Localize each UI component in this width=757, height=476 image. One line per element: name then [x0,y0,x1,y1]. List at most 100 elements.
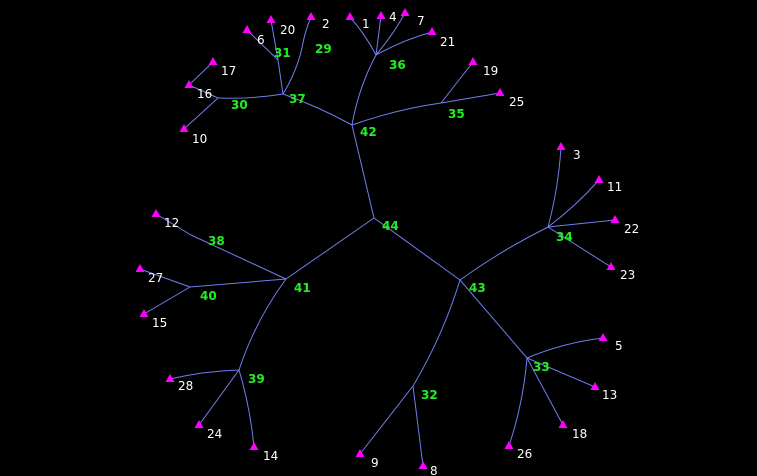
edge-44-41 [285,217,375,280]
edge-44-42 [351,124,375,219]
leaf-marker-16 [184,80,194,88]
edge-41-39 [238,278,287,371]
edge-43-34 [459,226,549,281]
edge-42-36 [351,54,377,126]
leaf-label-16: 16 [197,87,212,101]
internal-node-label-43: 43 [469,281,486,295]
internal-node-label-36: 36 [389,58,406,72]
leaf-label-21: 21 [440,35,455,49]
leaf-label-6: 6 [257,33,265,47]
internal-node-label-44: 44 [382,219,399,233]
leaf-marker-15 [139,309,149,317]
internal-node-label-35: 35 [448,107,465,121]
leaf-label-26: 26 [517,447,532,461]
edge-30-10 [183,97,219,130]
internal-node-label-38: 38 [208,234,225,248]
leaf-marker-6 [242,25,252,33]
leaf-marker-28 [165,374,175,382]
edge-34-22 [547,219,616,228]
internal-node-label-42: 42 [360,125,377,139]
internal-node-label-30: 30 [231,98,248,112]
leaf-label-23: 23 [620,268,635,282]
edge-33-5 [526,337,604,359]
leaf-label-17: 17 [221,64,236,78]
edge-37-30 [217,93,284,99]
leaf-marker-7 [400,8,410,16]
edge-34-11 [547,179,600,228]
internal-node-label-31: 31 [274,46,291,60]
leaf-marker-9 [355,449,365,457]
leaf-label-10: 10 [192,132,207,146]
edge-34-23 [547,226,612,268]
leaf-marker-23 [606,262,616,270]
leaf-marker-20 [266,15,276,23]
labels-layer: 1234567891011121314151617181920212223242… [148,10,639,476]
leaf-marker-18 [558,420,568,428]
leaf-label-1: 1 [362,17,370,31]
leaf-label-15: 15 [152,316,167,330]
leaf-label-9: 9 [371,456,379,470]
edge-35-19 [440,61,474,104]
edge-34-3 [547,146,562,228]
leaf-marker-3 [556,142,566,150]
leaf-marker-1 [345,12,355,20]
edge-37-31 [277,59,284,95]
edge-39-14 [238,369,255,448]
leaf-label-27: 27 [148,271,163,285]
edge-33-26 [508,357,528,447]
internal-node-label-32: 32 [421,388,438,402]
leaf-label-4: 4 [389,10,397,24]
edge-33-13 [526,357,596,388]
leaf-label-20: 20 [280,23,295,37]
leaf-label-13: 13 [602,388,617,402]
leaf-label-12: 12 [164,216,179,230]
leaf-label-22: 22 [624,222,639,236]
leaf-marker-26 [504,441,514,449]
leaf-label-24: 24 [207,427,222,441]
edge-41-38 [190,234,287,280]
leaf-marker-21 [427,27,437,35]
leaf-marker-22 [610,215,620,223]
internal-node-label-33: 33 [533,360,550,374]
edge-36-21 [375,31,433,56]
leaf-marker-11 [594,175,604,183]
edge-36-4 [375,15,382,56]
edge-39-24 [198,369,240,426]
internal-node-label-40: 40 [200,289,217,303]
internal-node-label-29: 29 [315,42,332,56]
edge-33-18 [526,357,564,426]
leaf-marker-27 [135,264,145,272]
leaf-marker-12 [151,209,161,217]
edge-32-8 [412,385,424,467]
edge-42-37 [282,93,353,126]
edge-43-33 [459,279,528,359]
leaf-label-18: 18 [572,427,587,441]
leaf-label-3: 3 [573,148,581,162]
leaf-label-7: 7 [417,14,425,28]
leaf-label-5: 5 [615,339,623,353]
leaf-label-28: 28 [178,379,193,393]
leaf-markers-layer [135,8,620,469]
edge-31-20 [270,19,279,61]
leaf-marker-5 [598,333,608,341]
edge-32-9 [359,385,414,455]
internal-node-label-34: 34 [556,230,573,244]
edge-40-27 [139,268,191,288]
leaf-marker-10 [179,124,189,132]
leaf-label-8: 8 [430,464,438,476]
leaf-marker-14 [249,442,259,450]
leaf-marker-25 [495,88,505,96]
leaf-label-2: 2 [322,17,330,31]
edge-43-32 [412,279,461,387]
edge-41-40 [189,278,287,288]
leaf-marker-4 [376,11,386,19]
leaf-marker-19 [468,57,478,65]
leaf-marker-8 [418,461,428,469]
leaf-marker-17 [208,57,218,65]
internal-node-label-39: 39 [248,372,265,386]
leaf-marker-13 [590,382,600,390]
leaf-label-19: 19 [483,64,498,78]
edge-39-28 [169,369,240,380]
